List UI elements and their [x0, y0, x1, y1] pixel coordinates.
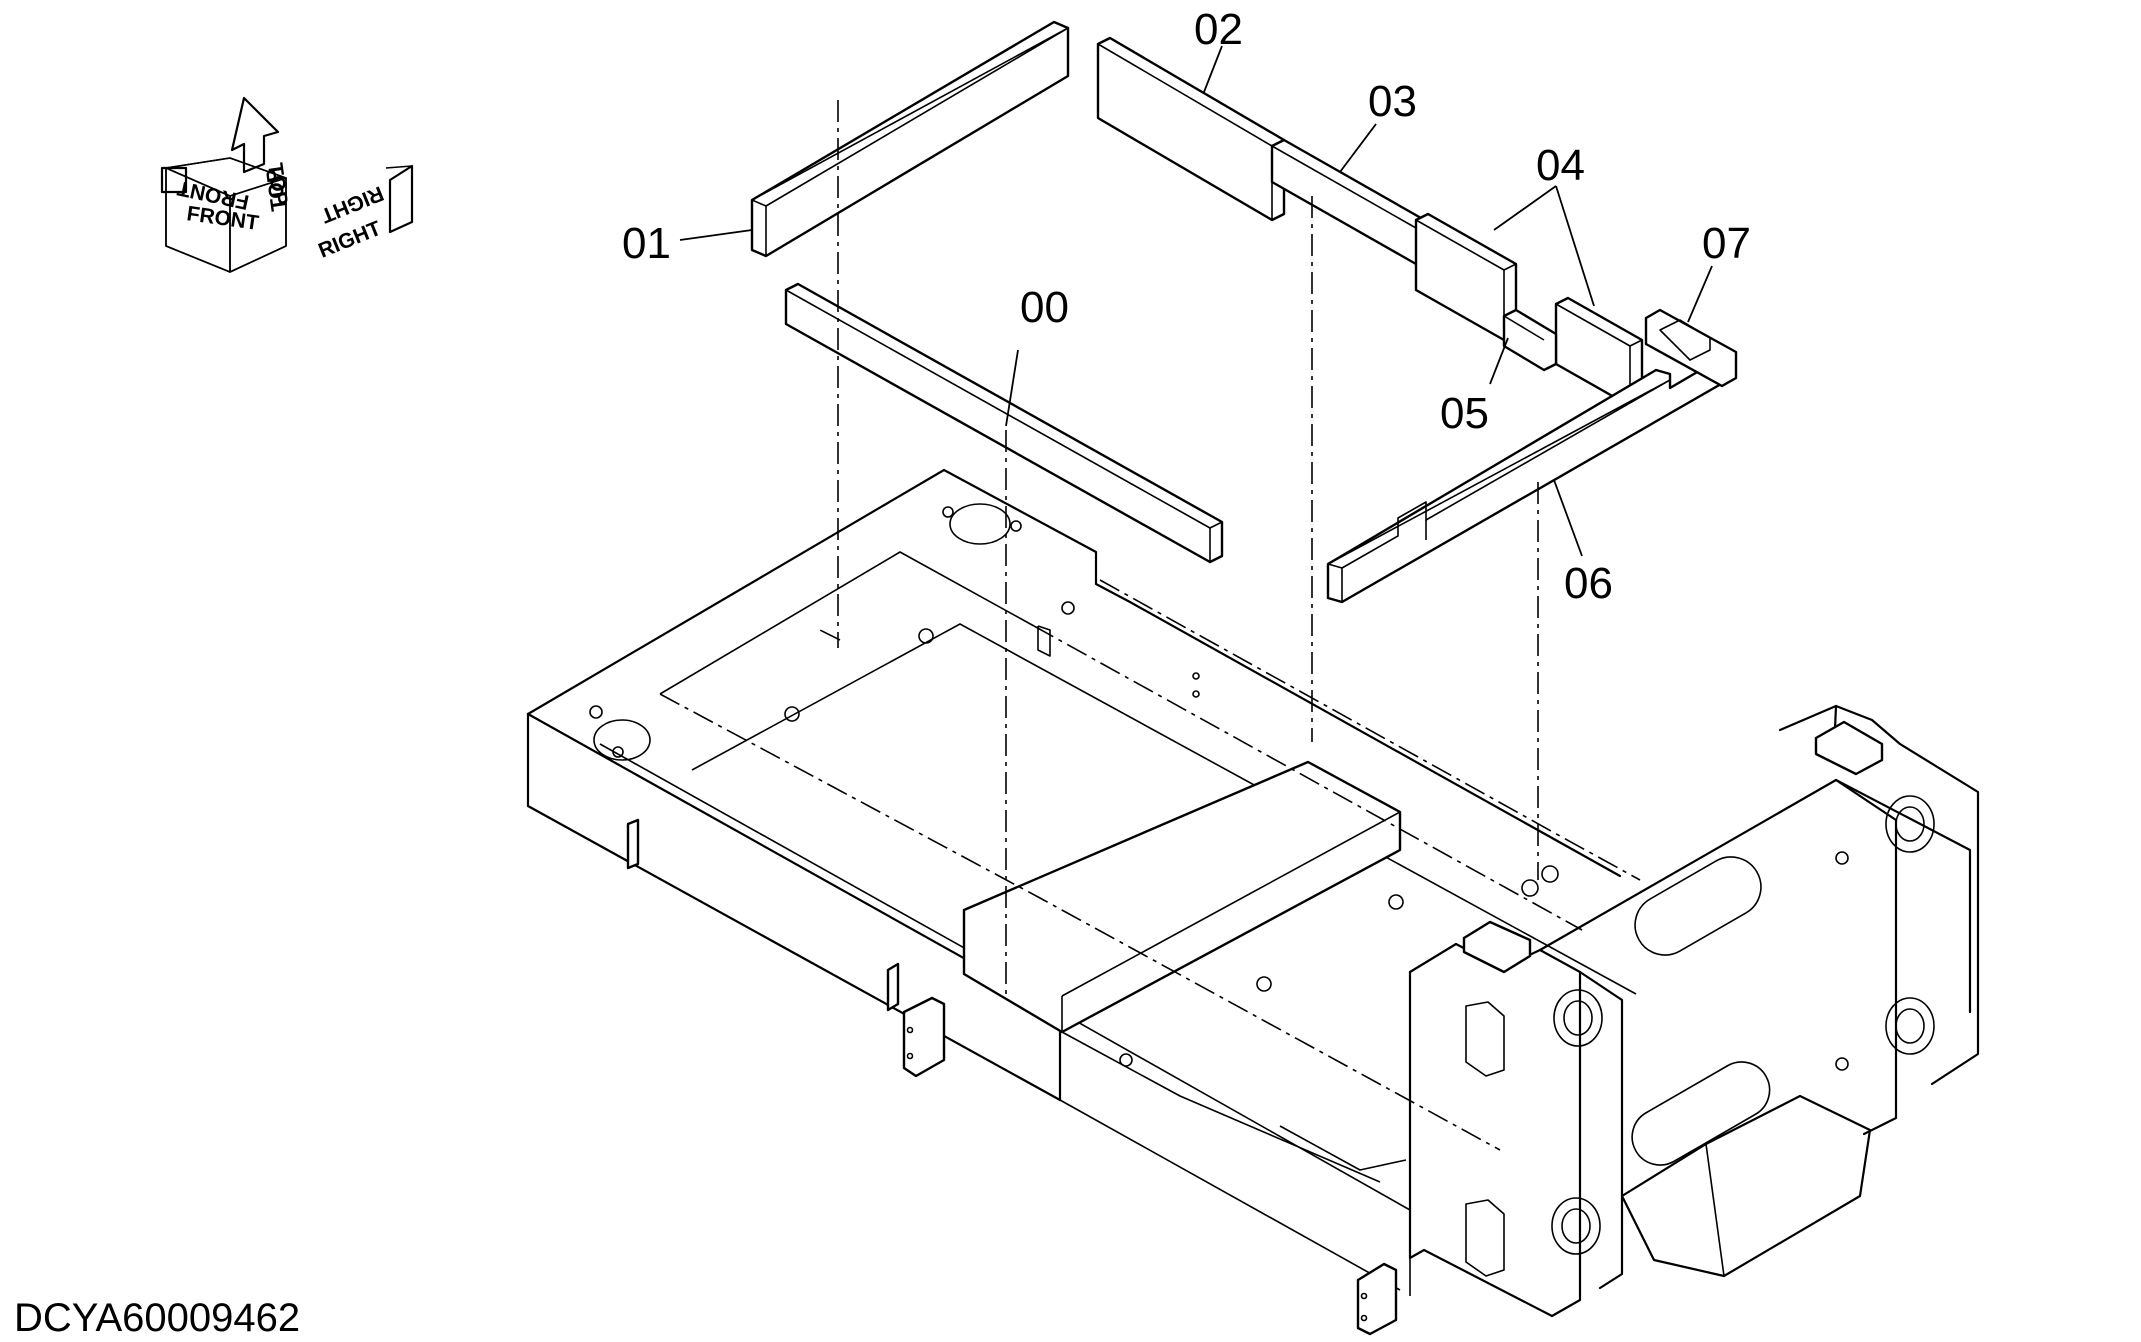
callout-01: 01 [622, 219, 671, 268]
main-frame [526, 468, 1637, 1336]
part-05-bar [1502, 308, 1558, 372]
part-00-bar [784, 282, 1224, 564]
alignment-lines [659, 100, 1641, 1151]
callout-03: 03 [1368, 77, 1417, 126]
drawing-id: DCYA60009462 [14, 1296, 301, 1340]
callout-06: 06 [1564, 559, 1613, 608]
part-07-block [1644, 308, 1738, 388]
callout-02: 02 [1194, 5, 1243, 54]
part-06-bar [1326, 352, 1730, 604]
swing-bracket [1408, 704, 1980, 1318]
part-01-block [750, 20, 1070, 258]
part-04-blocks [1414, 212, 1644, 408]
callout-leaders [679, 45, 1713, 557]
callout-04: 04 [1536, 141, 1585, 190]
orientation-cube-icon: FRONT FRONT TOP TOP RIGHT RIGHT [160, 96, 414, 273]
callout-07: 07 [1702, 219, 1751, 268]
part-02-block [1096, 36, 1286, 222]
callout-00: 00 [1020, 283, 1069, 332]
callout-05: 05 [1440, 389, 1489, 438]
